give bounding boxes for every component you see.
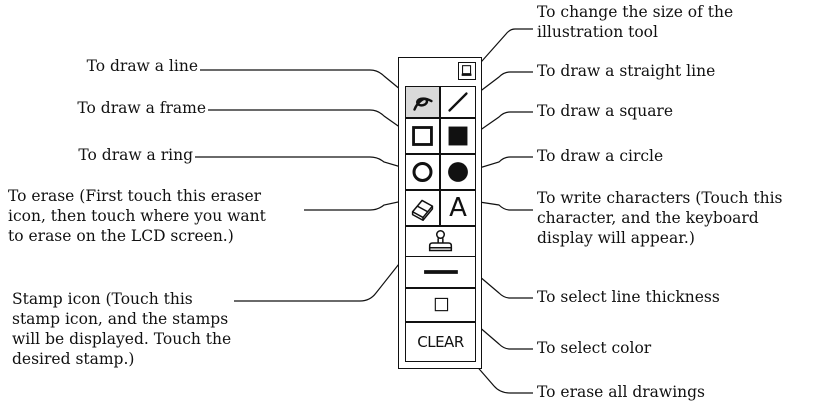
color-label: To select color — [537, 339, 652, 357]
leader-line — [465, 264, 533, 299]
ring-label: To draw a ring — [78, 146, 193, 164]
color-swatch-icon — [434, 297, 449, 312]
character-icon: A — [449, 193, 467, 223]
leader-line — [304, 198, 413, 211]
resize-icon — [461, 65, 472, 76]
ring-button[interactable] — [405, 154, 440, 190]
freehand-line-button[interactable] — [405, 86, 440, 118]
resize-button[interactable] — [458, 62, 476, 80]
color-button[interactable] — [405, 288, 476, 322]
size-label: To change the size of the illustration t… — [537, 3, 734, 41]
line-thickness-button[interactable] — [405, 256, 476, 288]
straight-line-icon — [448, 92, 468, 112]
leader-line — [453, 339, 533, 394]
erase-all-label: To erase all drawings — [537, 383, 706, 401]
square-button[interactable] — [440, 118, 476, 154]
frame-button[interactable] — [405, 118, 440, 154]
line-label: To draw a line — [86, 57, 198, 75]
frame-icon — [412, 126, 433, 146]
frame-label: To draw a frame — [77, 99, 206, 117]
eraser-icon — [411, 199, 434, 222]
square-label: To draw a square — [537, 102, 674, 120]
character-button[interactable]: A — [440, 190, 476, 226]
stamp-button[interactable] — [405, 226, 476, 260]
leader-line — [465, 111, 533, 141]
characters-label: To write characters (Touch this characte… — [537, 189, 783, 247]
clear-button[interactable]: CLEAR — [405, 322, 476, 362]
circle-button[interactable] — [440, 154, 476, 190]
leader-line — [465, 199, 533, 211]
thickness-label: To select line thickness — [537, 288, 720, 306]
leader-line — [234, 244, 415, 302]
erase-label: To erase (First touch this eraser icon, … — [8, 187, 266, 245]
leader-line — [465, 71, 533, 103]
leader-line — [195, 156, 419, 173]
eraser-button[interactable] — [405, 190, 440, 226]
stamp-icon — [428, 230, 453, 252]
filled-square-icon — [448, 126, 468, 146]
clear-label: CLEAR — [417, 333, 464, 351]
straight-line-button[interactable] — [440, 86, 476, 118]
leader-line — [208, 109, 419, 141]
filled-circle-icon — [448, 162, 468, 182]
line-thickness-icon — [424, 270, 458, 274]
ring-icon — [412, 162, 433, 182]
straight-line-label: To draw a straight line — [537, 62, 716, 80]
leader-line — [473, 28, 533, 71]
freehand-line-icon — [413, 97, 433, 111]
stamp-label: Stamp icon (Touch this stamp icon, and t… — [12, 290, 232, 368]
leader-line — [200, 69, 419, 105]
leader-line — [455, 306, 533, 350]
circle-label: To draw a circle — [537, 147, 664, 165]
leader-line — [465, 156, 533, 173]
